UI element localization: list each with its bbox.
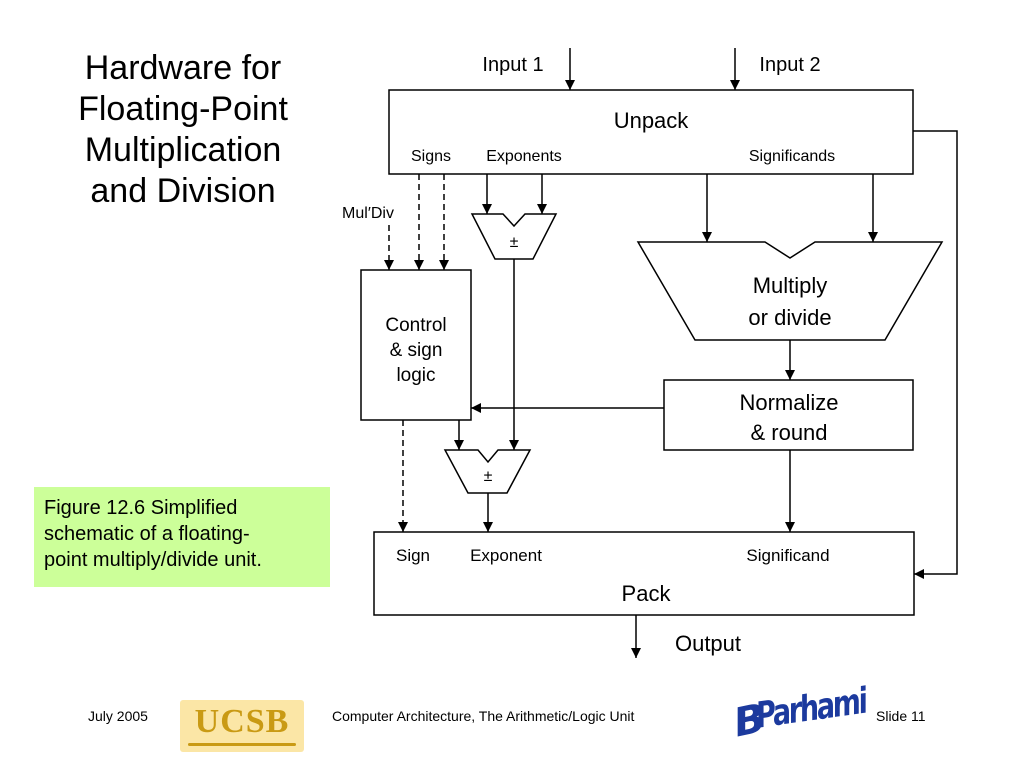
multiply-divide-unit: Multiply or divide bbox=[636, 241, 944, 341]
bypass-line bbox=[913, 130, 958, 579]
logic-label: logic bbox=[396, 365, 435, 386]
logo-underline bbox=[188, 743, 296, 746]
caption-line: point multiply/divide unit. bbox=[44, 549, 262, 571]
ucsb-logo-text: UCSB bbox=[194, 703, 290, 740]
caption-line: Figure 12.6 Simplified bbox=[44, 497, 238, 519]
caption-line: schematic of a floating- bbox=[44, 523, 250, 545]
exponents-label: Exponents bbox=[486, 148, 562, 165]
footer-course-title: Computer Architecture, The Arithmetic/Lo… bbox=[332, 708, 635, 724]
and-round-label: & round bbox=[750, 420, 827, 445]
footer-date: July 2005 bbox=[88, 708, 148, 724]
title-line: Multiplication bbox=[84, 131, 282, 169]
slide-title: Hardware for Floating-Point Multiplicati… bbox=[48, 48, 318, 212]
exponent-adjust-adder: ± bbox=[443, 449, 532, 494]
unpack-box bbox=[388, 89, 914, 175]
and-sign-label: & sign bbox=[390, 340, 443, 361]
muldiv-label: Mul′Div bbox=[342, 205, 394, 222]
pack-label: Pack bbox=[622, 581, 672, 606]
adder-symbol: ± bbox=[510, 234, 519, 251]
input1-label: Input 1 bbox=[482, 54, 543, 76]
significand-lines bbox=[702, 174, 878, 242]
significand-label: Significand bbox=[746, 546, 829, 565]
significands-label: Significands bbox=[749, 148, 835, 165]
author-signature-logo: B Parhami bbox=[732, 681, 866, 756]
signs-label: Signs bbox=[411, 148, 451, 165]
title-line: and Division bbox=[90, 172, 276, 210]
ucsb-logo: UCSB bbox=[180, 700, 304, 752]
normalize-label: Normalize bbox=[739, 390, 838, 415]
input2-label: Input 2 bbox=[759, 54, 820, 76]
control-label: Control bbox=[385, 315, 446, 336]
control-sign-logic-box: Control & sign logic bbox=[360, 269, 472, 421]
output-label: Output bbox=[675, 631, 741, 656]
title-line: Floating-Point bbox=[78, 90, 288, 128]
sign-label: Sign bbox=[396, 546, 430, 565]
exponent-lines bbox=[482, 174, 547, 214]
title-line: Hardware for bbox=[84, 49, 282, 87]
slide-number: Slide 11 bbox=[876, 708, 926, 724]
or-divide-label: or divide bbox=[748, 305, 831, 330]
multiply-label: Multiply bbox=[753, 273, 828, 298]
exponent-adder: ± bbox=[470, 213, 558, 260]
pack-box: Sign Exponent Significand Pack bbox=[373, 531, 915, 616]
figure-caption: Figure 12.6 Simplified schematic of a fl… bbox=[34, 487, 330, 587]
exponent-label: Exponent bbox=[470, 546, 542, 565]
sign-dashed-lines bbox=[384, 174, 449, 270]
unpack-label: Unpack bbox=[614, 108, 690, 133]
adder-symbol: ± bbox=[484, 468, 493, 485]
normalize-round-box: Normalize & round bbox=[663, 379, 914, 451]
